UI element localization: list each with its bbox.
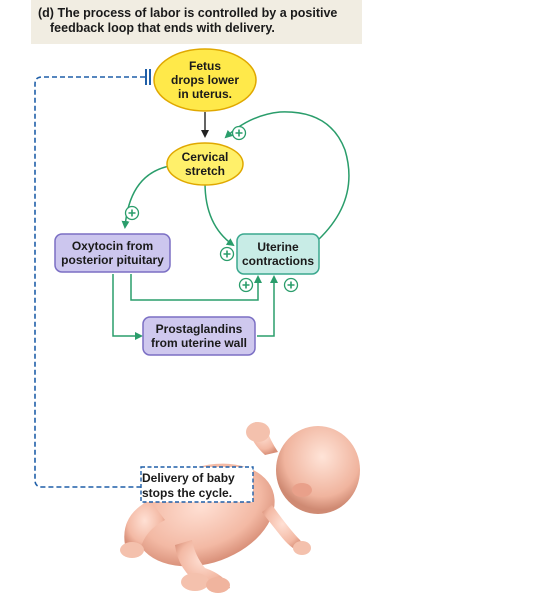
prostaglandins-label-line2: from uterine wall: [150, 336, 248, 350]
fetus-label: Fetus drops lower in uterus.: [155, 59, 255, 101]
panel-header: [31, 0, 362, 44]
oxytocin-label-line2: posterior pituitary: [61, 253, 164, 267]
arrow-uterine-to-cervical: [224, 111, 350, 241]
plus-circle-icon: [124, 205, 140, 221]
panel-title: (d) The process of labor is controlled b…: [38, 6, 370, 36]
panel-letter: (d): [38, 6, 54, 20]
baby-illustration: [120, 422, 360, 593]
oxytocin-node: [54, 233, 171, 273]
delivery-label: Delivery of baby stops the cycle.: [142, 471, 250, 501]
fetus-label-line2: drops lower: [170, 73, 239, 87]
prostaglandins-label-line1: Prostaglandins: [155, 322, 243, 336]
arrow-cervical-to-uterine: [204, 182, 235, 247]
delivery-label-line2: stops the cycle.: [142, 486, 233, 500]
arrow-oxytocin-to-prostaglandins: [112, 274, 143, 340]
fetus-node: [153, 48, 257, 112]
prostaglandins-label: Prostaglandins from uterine wall: [143, 322, 255, 350]
uterine-label-line2: contractions: [241, 254, 314, 268]
prostaglandins-node: [142, 316, 256, 356]
arrow-oxytocin-to-uterine: [130, 274, 262, 301]
cervical-label: Cervical stretch: [165, 150, 245, 178]
plus-circle-icon: [238, 277, 254, 293]
plus-circle-icon: [231, 125, 247, 141]
uterine-label-line1: Uterine: [257, 240, 299, 254]
panel-title-text: The process of labor is controlled by a …: [50, 6, 338, 35]
delivery-label-line1: Delivery of baby: [142, 471, 235, 485]
cervical-label-line2: stretch: [184, 164, 225, 178]
oxytocin-label-line1: Oxytocin from: [71, 239, 154, 253]
cervical-label-line1: Cervical: [181, 150, 229, 164]
uterine-contractions-node: [236, 233, 320, 275]
cervical-stretch-node: [166, 142, 244, 186]
arrow-prostaglandins-to-uterine: [257, 275, 278, 337]
plus-circle-icon: [283, 277, 299, 293]
fetus-label-line3: in uterus.: [177, 87, 232, 101]
uterine-label: Uterine contractions: [237, 240, 319, 268]
dashed-feedback-line: [34, 76, 145, 488]
plus-circle-icon: [219, 246, 235, 262]
oxytocin-label: Oxytocin from posterior pituitary: [55, 239, 170, 267]
fetus-label-line1: Fetus: [188, 59, 221, 73]
delivery-node: [140, 466, 254, 503]
